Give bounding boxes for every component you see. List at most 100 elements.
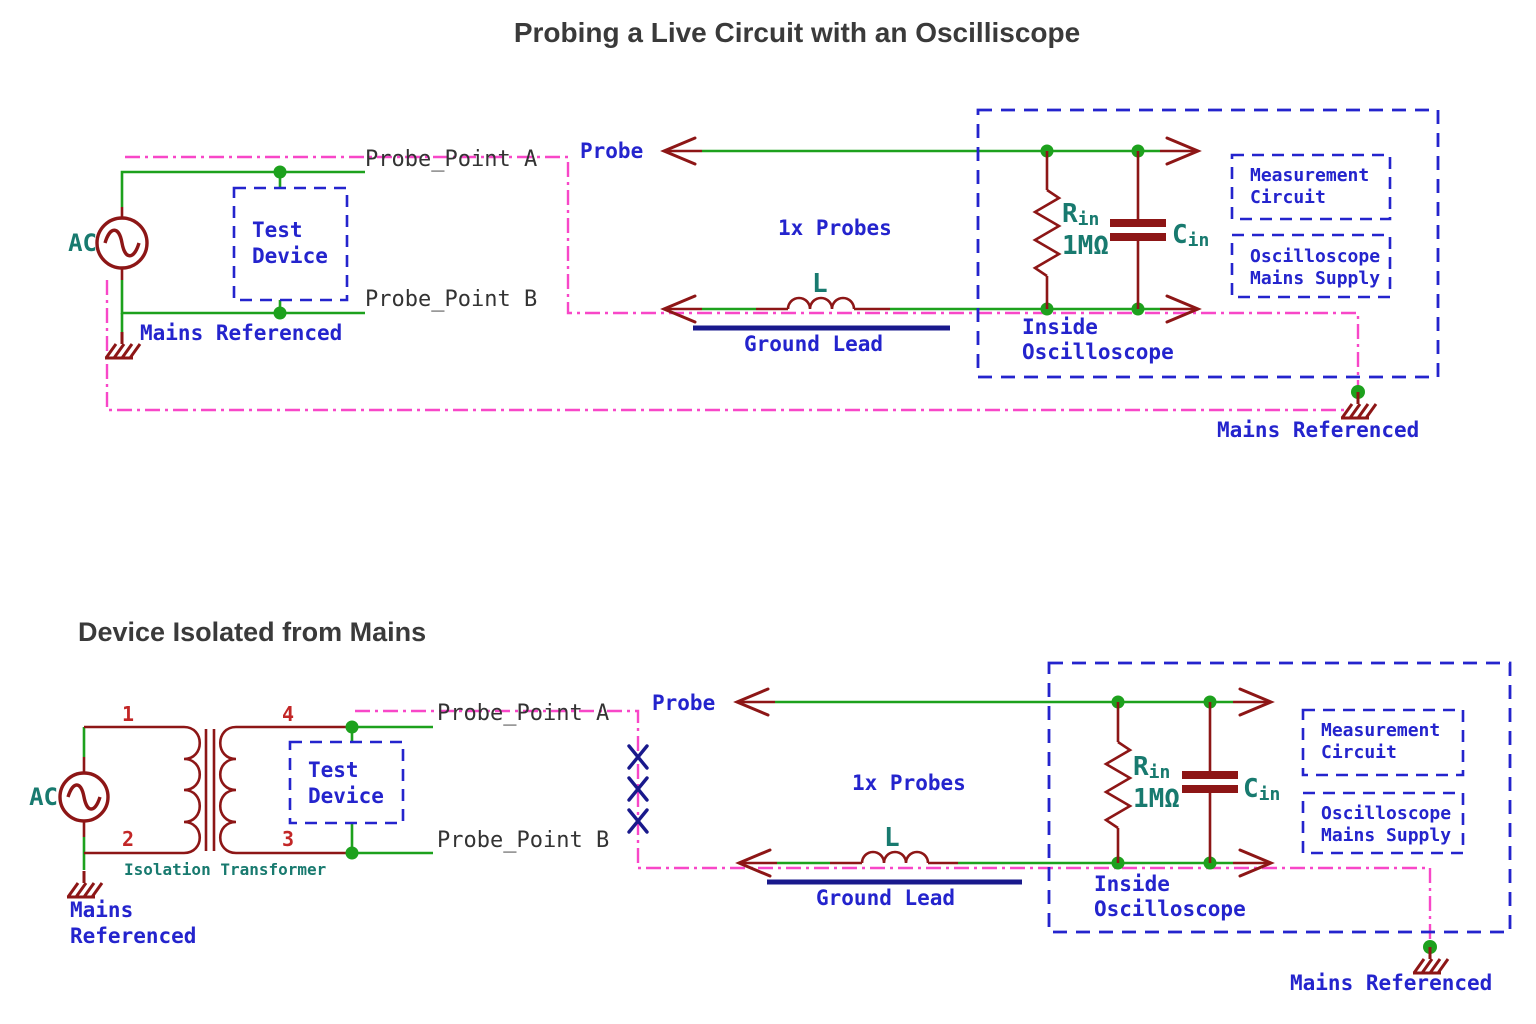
probe-point-a-label: Probe_Point A [365,147,537,172]
capacitor-plate [1182,785,1238,793]
mains-referenced-right-label: Mains Referenced [1217,418,1419,442]
arrow-right-icon [1238,687,1275,717]
probes-1x-label: 1x Probes [852,771,966,795]
ground-symbol [1411,945,1450,975]
probe-point-a-label: Probe_Point A [437,701,609,726]
inside-oscilloscope-label-2: Oscilloscope [1022,340,1174,364]
resistor-name-label: Rin [1133,752,1170,783]
mains-supply-label-1: Oscilloscope [1321,803,1451,824]
ground-symbol [65,869,104,899]
mains-referenced-left-label-1: Mains [70,898,133,922]
test-device-label-2: Device [308,784,384,808]
junction-dot [273,306,287,320]
sine-wave-icon [103,228,141,258]
ground-symbol [1339,390,1378,420]
pin-4-label: 4 [282,702,294,726]
page-title: Probing a Live Circuit with an Oscillisc… [514,17,1080,48]
capacitor-plate [1110,219,1166,227]
top-diagram: Probing a Live Circuit with an Oscillisc… [68,17,1440,442]
mains-supply-label-1: Oscilloscope [1250,246,1380,267]
inductor-symbol [786,296,856,310]
test-device-label-1: Test [308,758,359,782]
inductor-label: L [884,823,900,853]
mains-supply-label-2: Mains Supply [1250,268,1380,289]
input-resistor: Rin 1MΩ [1103,702,1180,863]
measurement-circuit-label-2: Circuit [1250,187,1326,208]
primary-winding [183,725,201,855]
ground-lead-line: L Ground Lead [735,823,1275,910]
measurement-circuit-label-1: Measurement [1321,720,1440,741]
capacitor-name-label: Cin [1243,774,1280,805]
ground-symbol [103,330,142,360]
ac-source: AC [29,757,110,837]
probe-label: Probe [652,691,715,715]
test-device-label-1: Test [252,218,303,242]
inductor-label: L [812,269,828,299]
arrow-right-icon [1165,294,1202,324]
ac-source-label: AC [29,783,58,811]
ground-lead-label: Ground Lead [816,886,955,910]
resistor-name-label: Rin [1062,199,1099,230]
mains-supply-box: Oscilloscope Mains Supply [1301,791,1465,855]
capacitor-name-label: Cin [1172,220,1209,251]
arrow-right-icon [1165,136,1202,166]
capacitor-plate [1182,771,1238,779]
isolation-transformer-label: Isolation Transformer [124,860,326,879]
oscilloscope-box: Rin 1MΩ Cin Measurement Circuit Oscillos… [1047,661,1512,934]
ac-source-circle [58,771,110,823]
mains-referenced-left-label: Mains Referenced [140,321,342,345]
inside-oscilloscope-label-1: Inside [1022,315,1098,339]
device-wiring [345,720,433,860]
measurement-circuit-box: Measurement Circuit [1301,708,1465,777]
arrow-right-icon [1238,848,1275,878]
test-device-label-2: Device [252,244,328,268]
junction-dot [345,846,359,860]
mains-reference-right: Mains Referenced [1217,385,1419,442]
probe-line: Probe [580,136,1202,166]
mains-reference-path-source [105,280,1344,412]
mains-referenced-left-label-2: Referenced [70,924,196,948]
resistor-value-label: 1MΩ [1133,784,1180,814]
input-capacitor: Cin [1182,702,1280,863]
mains-supply-box: Oscilloscope Mains Supply [1230,233,1392,299]
pin-3-label: 3 [282,827,294,851]
measurement-circuit-label-1: Measurement [1250,165,1369,186]
input-capacitor: Cin [1110,151,1209,309]
inductor-symbol [860,850,930,864]
ground-lead-label: Ground Lead [744,332,883,356]
secondary-winding [219,725,237,855]
probe-point-b-label: Probe_Point B [365,287,537,312]
oscilloscope-box: Rin 1MΩ Cin Measurement Circuit Oscillos… [976,108,1440,379]
mains-reference-right: Mains Referenced [1290,940,1492,995]
isolation-transformer: 1 2 4 3 Isolation Transformer [82,702,352,879]
ac-source-label: AC [68,229,97,257]
x-mark-icon [627,776,649,802]
mains-referenced-right-label: Mains Referenced [1290,971,1492,995]
pin-1-label: 1 [122,702,134,726]
ground-lead-line: L Ground Lead [660,269,1202,356]
measurement-circuit-label-2: Circuit [1321,742,1397,763]
junction-dot [273,165,287,179]
ac-source: AC [68,207,149,280]
measurement-circuit-box: Measurement Circuit [1230,153,1392,221]
junction-dot [345,720,359,734]
capacitor-plate [1110,233,1166,241]
x-mark-icon [627,808,649,834]
probe-point-b-label: Probe_Point B [437,828,609,853]
probe-line: Probe [652,687,1275,717]
isolation-break-marks [627,744,649,834]
inside-oscilloscope-label-1: Inside [1094,872,1170,896]
mains-reference-path [355,709,1432,944]
pin-2-label: 2 [122,827,134,851]
inside-oscilloscope-label-2: Oscilloscope [1094,897,1246,921]
mains-supply-label-2: Mains Supply [1321,825,1451,846]
probes-1x-label: 1x Probes [778,216,892,240]
mains-reference-left: Mains Referenced [65,869,196,948]
section-title: Device Isolated from Mains [78,617,426,647]
x-mark-icon [627,744,649,770]
resistor-symbol [1032,188,1062,278]
resistor-symbol [1103,740,1133,830]
sine-wave-icon [66,783,102,811]
probe-label: Probe [580,139,643,163]
test-device-box: Test Device [232,186,349,302]
